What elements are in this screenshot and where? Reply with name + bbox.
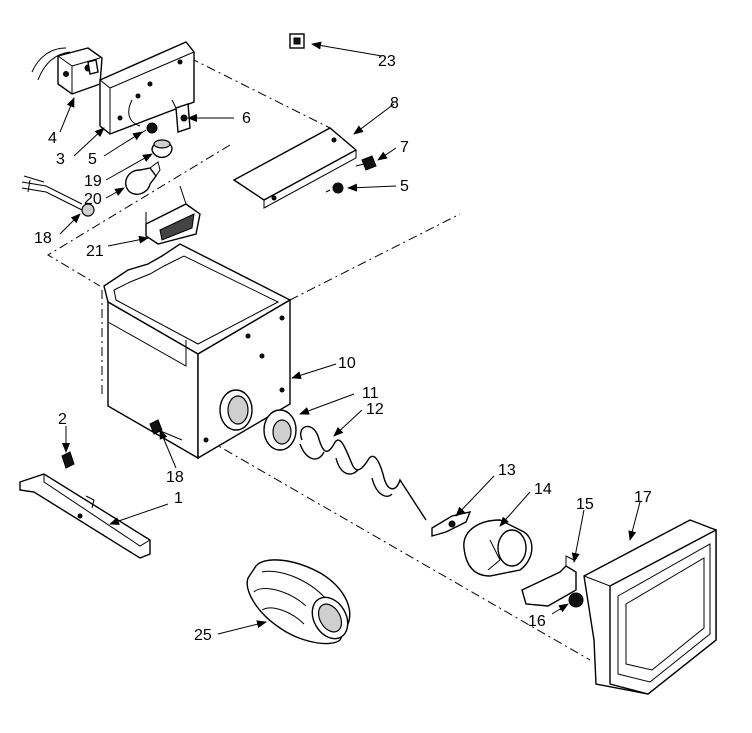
part-label-12: 13: [498, 462, 516, 479]
small-part-23: [289, 33, 305, 49]
part-label-5-upper: 5: [88, 151, 97, 168]
front-housing-part: [583, 519, 717, 695]
part-label-6: 6: [242, 110, 251, 127]
part-label-3: 3: [56, 151, 65, 168]
blade-part: [431, 511, 472, 537]
part-label-2: 2: [58, 411, 67, 428]
ice-bucket-part: [103, 243, 292, 460]
part-label-20: 20: [84, 191, 102, 208]
part-label-17: 18: [166, 469, 184, 486]
part-label-10: 11: [362, 385, 379, 402]
part-label-21: 21: [86, 243, 104, 260]
mounting-plate-part: [99, 41, 195, 135]
rail-part: [19, 473, 151, 559]
ring-part: [263, 409, 297, 451]
part-label-1: 1: [174, 490, 183, 507]
part-label-16: 17: [634, 489, 652, 506]
assembly-guide-lines: [47, 57, 591, 661]
part-label-9: 10: [338, 355, 356, 372]
part-label-18: 18: [34, 230, 52, 247]
lamp-socket-part: [151, 139, 173, 158]
part-label-8: 8: [390, 95, 399, 112]
cover-plate-part: [232, 127, 358, 209]
part-label-13: 14: [534, 481, 552, 498]
bracket-part-14: [521, 555, 577, 607]
part-label-15: 16: [528, 613, 546, 630]
part-label-11: 12: [366, 401, 384, 418]
part-label-4: 4: [48, 130, 57, 147]
wire-harness-part: [21, 175, 95, 217]
leader-arrows: [59, 41, 641, 635]
part-label-7: 7: [400, 139, 409, 156]
bulb-part: [124, 161, 161, 195]
motor-part: [31, 47, 103, 95]
auger-spring-part: [299, 425, 427, 521]
crusher-housing-part: [463, 519, 533, 577]
screw-part-7: [355, 155, 377, 171]
part-label-23: 23: [378, 53, 396, 70]
part-label-5-right: 5: [400, 178, 409, 195]
coupling-part: [246, 559, 351, 645]
screw-part-5-right: [325, 182, 344, 194]
bracket-part: [145, 185, 201, 245]
part-label-19: 19: [84, 173, 102, 190]
screw-part-upper: [139, 122, 158, 135]
part-labels: 4 3 5 6 23 8 7 5 19 20 18 21 10 11 12 13…: [34, 53, 652, 644]
part-label-14: 15: [576, 496, 594, 513]
screw-part-2: [61, 451, 75, 469]
part-label-25: 25: [194, 627, 212, 644]
